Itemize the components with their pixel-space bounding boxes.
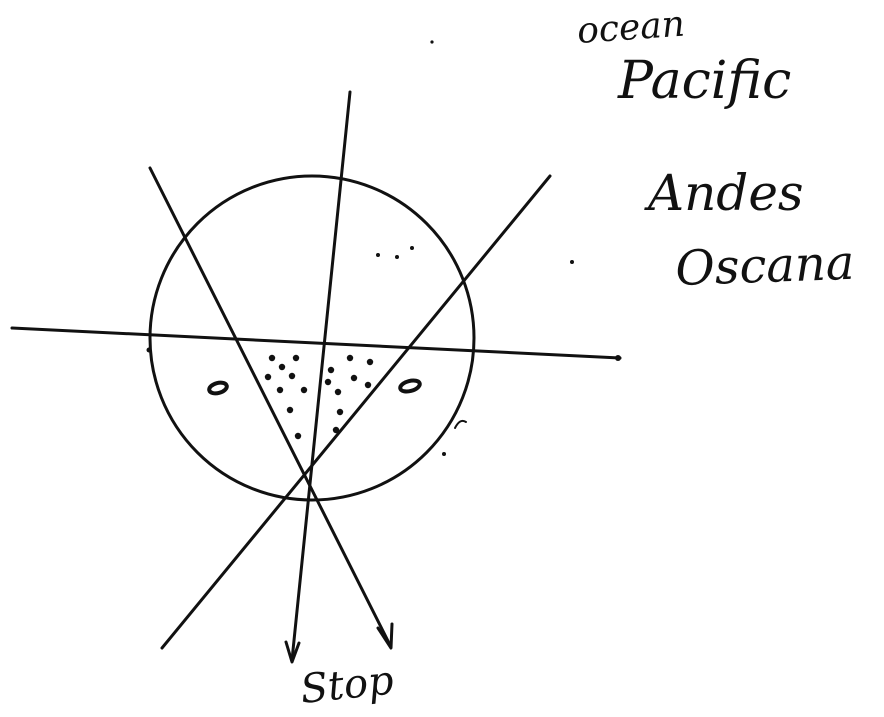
label-pacific: Pacific (617, 51, 791, 111)
line-end-dot (146, 347, 152, 353)
vertical-line (290, 90, 352, 662)
stippled-region (264, 354, 374, 440)
label-andes: Andes (644, 164, 804, 222)
vertical-arrowhead (284, 640, 301, 664)
diagonal-line-left (148, 166, 392, 647)
main-circle (148, 174, 476, 502)
label-oscana: Oscana (674, 235, 855, 297)
horizontal-line (10, 326, 622, 360)
small-stroke-mark (454, 419, 467, 429)
right-oval (398, 378, 422, 394)
left-oval (207, 380, 229, 396)
label-stop: Stop (298, 657, 395, 712)
stray-dots (376, 40, 574, 264)
line-end-dot (615, 355, 621, 361)
small-dot-mark (442, 452, 446, 456)
diagonal-arrowhead (376, 622, 394, 650)
diagonal-line-right (160, 174, 552, 650)
label-ocean: ocean (576, 4, 686, 52)
